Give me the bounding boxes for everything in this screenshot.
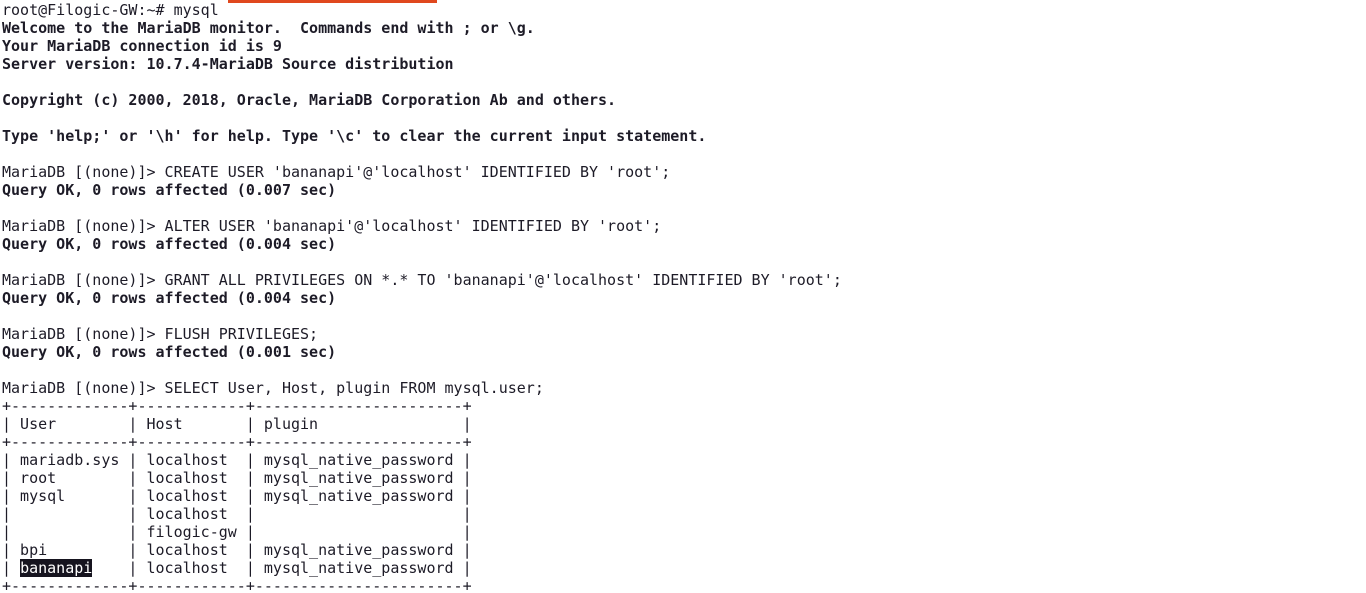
- terminal-text: | bpi | localhost | mysql_native_passwor…: [2, 541, 472, 559]
- terminal-line: +-------------+------------+------------…: [2, 433, 1366, 451]
- terminal-line: MariaDB [(none)]> CREATE USER 'bananapi'…: [2, 163, 1366, 181]
- terminal-line: root@Filogic-GW:~# mysql: [2, 1, 1366, 19]
- selected-text: bananapi: [20, 559, 93, 577]
- terminal-text: root@Filogic-GW:~# mysql: [2, 1, 219, 19]
- terminal-line: | root | localhost | mysql_native_passwo…: [2, 469, 1366, 487]
- terminal-line: MariaDB [(none)]> ALTER USER 'bananapi'@…: [2, 217, 1366, 235]
- terminal-line: Query OK, 0 rows affected (0.004 sec): [2, 235, 1366, 253]
- terminal-line: Type 'help;' or '\h' for help. Type '\c'…: [2, 127, 1366, 145]
- terminal-text: MariaDB [(none)]> FLUSH PRIVILEGES;: [2, 325, 319, 343]
- terminal-line: [2, 73, 1366, 91]
- terminal-line: Query OK, 0 rows affected (0.004 sec): [2, 289, 1366, 307]
- terminal-text: MariaDB [(none)]> CREATE USER 'bananapi'…: [2, 163, 671, 181]
- terminal-line: Welcome to the MariaDB monitor. Commands…: [2, 19, 1366, 37]
- terminal-text: Copyright (c) 2000, 2018, Oracle, MariaD…: [2, 91, 617, 109]
- terminal-line: +-------------+------------+------------…: [2, 397, 1366, 415]
- terminal-text: MariaDB [(none)]> ALTER USER 'bananapi'@…: [2, 217, 662, 235]
- top-accent-bar: [228, 0, 437, 3]
- terminal-text: Server version: 10.7.4-MariaDB Source di…: [2, 55, 454, 73]
- terminal-text: Type 'help;' or '\h' for help. Type '\c'…: [2, 127, 707, 145]
- terminal-line: | bananapi | localhost | mysql_native_pa…: [2, 559, 1366, 577]
- terminal-text: | mysql | localhost | mysql_native_passw…: [2, 487, 472, 505]
- terminal-line: [2, 253, 1366, 271]
- terminal-line: +-------------+------------+------------…: [2, 577, 1366, 593]
- terminal-text: Welcome to the MariaDB monitor. Commands…: [2, 19, 535, 37]
- terminal-line: Query OK, 0 rows affected (0.007 sec): [2, 181, 1366, 199]
- terminal-text: | localhost | mysql_native_password |: [92, 559, 472, 577]
- terminal-line: MariaDB [(none)]> FLUSH PRIVILEGES;: [2, 325, 1366, 343]
- terminal-text: | mariadb.sys | localhost | mysql_native…: [2, 451, 472, 469]
- terminal-line: | | filogic-gw | |: [2, 523, 1366, 541]
- terminal-line: | bpi | localhost | mysql_native_passwor…: [2, 541, 1366, 559]
- terminal-line: Query OK, 0 rows affected (0.001 sec): [2, 343, 1366, 361]
- terminal-text: Your MariaDB connection id is 9: [2, 37, 282, 55]
- terminal-text: | User | Host | plugin |: [2, 415, 472, 433]
- terminal-line: Your MariaDB connection id is 9: [2, 37, 1366, 55]
- terminal-text: Query OK, 0 rows affected (0.004 sec): [2, 289, 337, 307]
- terminal-text: | root | localhost | mysql_native_passwo…: [2, 469, 472, 487]
- terminal-line: Server version: 10.7.4-MariaDB Source di…: [2, 55, 1366, 73]
- terminal-line: [2, 199, 1366, 217]
- terminal-text: +-------------+------------+------------…: [2, 397, 472, 415]
- terminal-text: +-------------+------------+------------…: [2, 433, 472, 451]
- terminal-text: Query OK, 0 rows affected (0.007 sec): [2, 181, 337, 199]
- terminal-line: [2, 109, 1366, 127]
- terminal-line: MariaDB [(none)]> SELECT User, Host, plu…: [2, 379, 1366, 397]
- terminal-line: [2, 307, 1366, 325]
- terminal-text: | | localhost | |: [2, 505, 472, 523]
- terminal-line: | mariadb.sys | localhost | mysql_native…: [2, 451, 1366, 469]
- terminal-line: | mysql | localhost | mysql_native_passw…: [2, 487, 1366, 505]
- terminal-text: |: [2, 559, 21, 577]
- terminal-text: MariaDB [(none)]> GRANT ALL PRIVILEGES O…: [2, 271, 842, 289]
- terminal-line: [2, 145, 1366, 163]
- terminal-text: Query OK, 0 rows affected (0.001 sec): [2, 343, 337, 361]
- terminal-text: MariaDB [(none)]> SELECT User, Host, plu…: [2, 379, 544, 397]
- terminal-line: Copyright (c) 2000, 2018, Oracle, MariaD…: [2, 91, 1366, 109]
- terminal-line: | | localhost | |: [2, 505, 1366, 523]
- terminal-text: Query OK, 0 rows affected (0.004 sec): [2, 235, 337, 253]
- terminal-line: | User | Host | plugin |: [2, 415, 1366, 433]
- terminal-text: +-------------+------------+------------…: [2, 577, 472, 593]
- terminal-line: MariaDB [(none)]> GRANT ALL PRIVILEGES O…: [2, 271, 1366, 289]
- terminal-text: | | filogic-gw | |: [2, 523, 472, 541]
- terminal-line: [2, 361, 1366, 379]
